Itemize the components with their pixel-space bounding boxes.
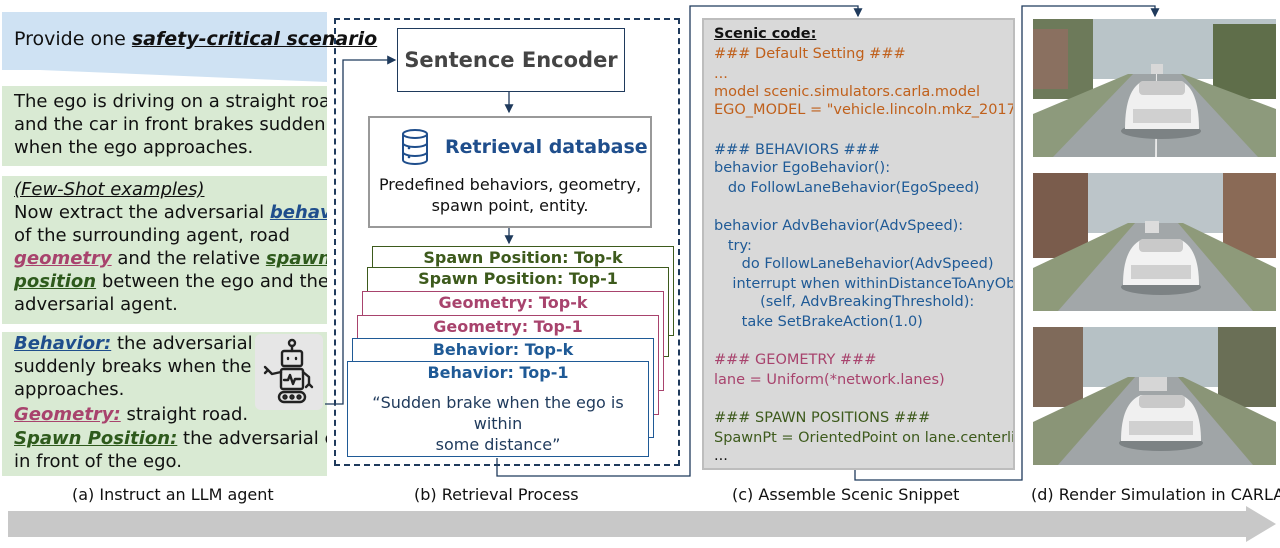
caption-d: (d) Render Simulation in CARLA (1031, 485, 1280, 504)
code-line: lane = Uniform(*network.lanes) (714, 372, 945, 388)
output-spawn-line-2: in front of the ego. (14, 451, 182, 472)
database-description: Predefined behaviors, geometry, spawn po… (378, 175, 642, 215)
database-title: Retrieval database (445, 136, 648, 158)
scenario-box: The ego is driving on a straight road, a… (2, 86, 327, 166)
output-spawn-line: Spawn Position: the adversarial car (14, 428, 327, 449)
scenario-line-1: The ego is driving on a straight road, (14, 91, 327, 112)
output-behavior-line-3: approaches. (14, 379, 125, 400)
code-line: take SetBrakeAction(1.0) (714, 314, 923, 330)
scenic-code-panel: Scenic code: ### Default Setting ### ...… (702, 18, 1015, 470)
instruction-box: (Few-Shot examples) Now extract the adve… (2, 176, 327, 324)
code-line: SpawnPt = OrientedPoint on lane.centerli… (714, 430, 1015, 446)
pipeline-arrow (8, 506, 1276, 542)
extract-line-1: Now extract the adversarial behavior (14, 201, 327, 224)
bubble-tail (40, 70, 327, 82)
code-line: do FollowLaneBehavior(EgoSpeed) (714, 180, 980, 196)
code-line: (self, AdvBreakingThreshold): (714, 294, 975, 310)
code-line: ... (714, 66, 728, 82)
scenario-line-2: and the car in front brakes suddenly (14, 114, 327, 135)
database-icon (402, 129, 428, 165)
retrieval-database-box: Retrieval database Predefined behaviors,… (368, 116, 652, 228)
extract-line-4: position between the ego and the (14, 271, 327, 292)
output-behavior-line: Behavior: the adversarial (14, 333, 253, 354)
code-line: do FollowLaneBehavior(AdvSpeed) (714, 256, 994, 272)
behavior-keyword: behavior (269, 202, 327, 223)
sentence-encoder-box: Sentence Encoder (397, 28, 625, 92)
extract-line-3: geometry and the relative spawn (14, 247, 327, 270)
code-line: ### BEHAVIORS ### (714, 142, 881, 158)
code-line: behavior EgoBehavior(): (714, 160, 891, 176)
robot-icon (255, 334, 323, 410)
spawn-keyword: spawn (265, 248, 327, 269)
simulation-frame-2 (1033, 173, 1276, 311)
caption-b: (b) Retrieval Process (414, 485, 579, 504)
retrieval-process-frame (334, 18, 680, 466)
extract-line-5: adversarial agent. (14, 294, 178, 315)
prompt-bubble (2, 12, 327, 70)
code-line: interrupt when withinDistanceToAnyObjs (714, 276, 1015, 292)
extract-line-2: of the surrounding agent, road (14, 225, 290, 246)
output-geometry-line: Geometry: straight road. (14, 404, 249, 425)
code-line: behavior AdvBehavior(AdvSpeed): (714, 218, 964, 234)
code-line: EGO_MODEL = "vehicle.lincoln.mkz_2017" (714, 102, 1015, 118)
simulation-frame-1 (1033, 19, 1276, 157)
fewshot-label: (Few-Shot examples) (14, 179, 205, 200)
code-line: model scenic.simulators.carla.model (714, 84, 980, 100)
code-title: Scenic code: (714, 26, 817, 42)
caption-a: (a) Instruct an LLM agent (72, 485, 274, 504)
code-line: try: (714, 238, 752, 254)
code-line: ### GEOMETRY ### (714, 352, 877, 368)
caption-c: (c) Assemble Scenic Snippet (732, 485, 960, 504)
prompt-text: Provide one safety-critical scenario (14, 28, 378, 50)
geometry-keyword: geometry (14, 248, 112, 269)
code-line: ### Default Setting ### (714, 46, 906, 62)
retrieved-behavior-quote: “Sudden brake when the ego is within som… (372, 393, 624, 454)
position-keyword: position (14, 271, 97, 292)
scenario-line-3: when the ego approaches. (14, 137, 254, 158)
simulation-frame-3 (1033, 327, 1276, 465)
output-behavior-line-2: suddenly breaks when the (14, 356, 252, 377)
behavior-top1-card: Behavior: Top-1 “Sudden brake when the e… (347, 361, 649, 457)
prompt-keyword: safety-critical scenario (131, 28, 378, 50)
code-line: ### SPAWN POSITIONS ### (714, 410, 931, 426)
code-line: ... (714, 448, 728, 464)
